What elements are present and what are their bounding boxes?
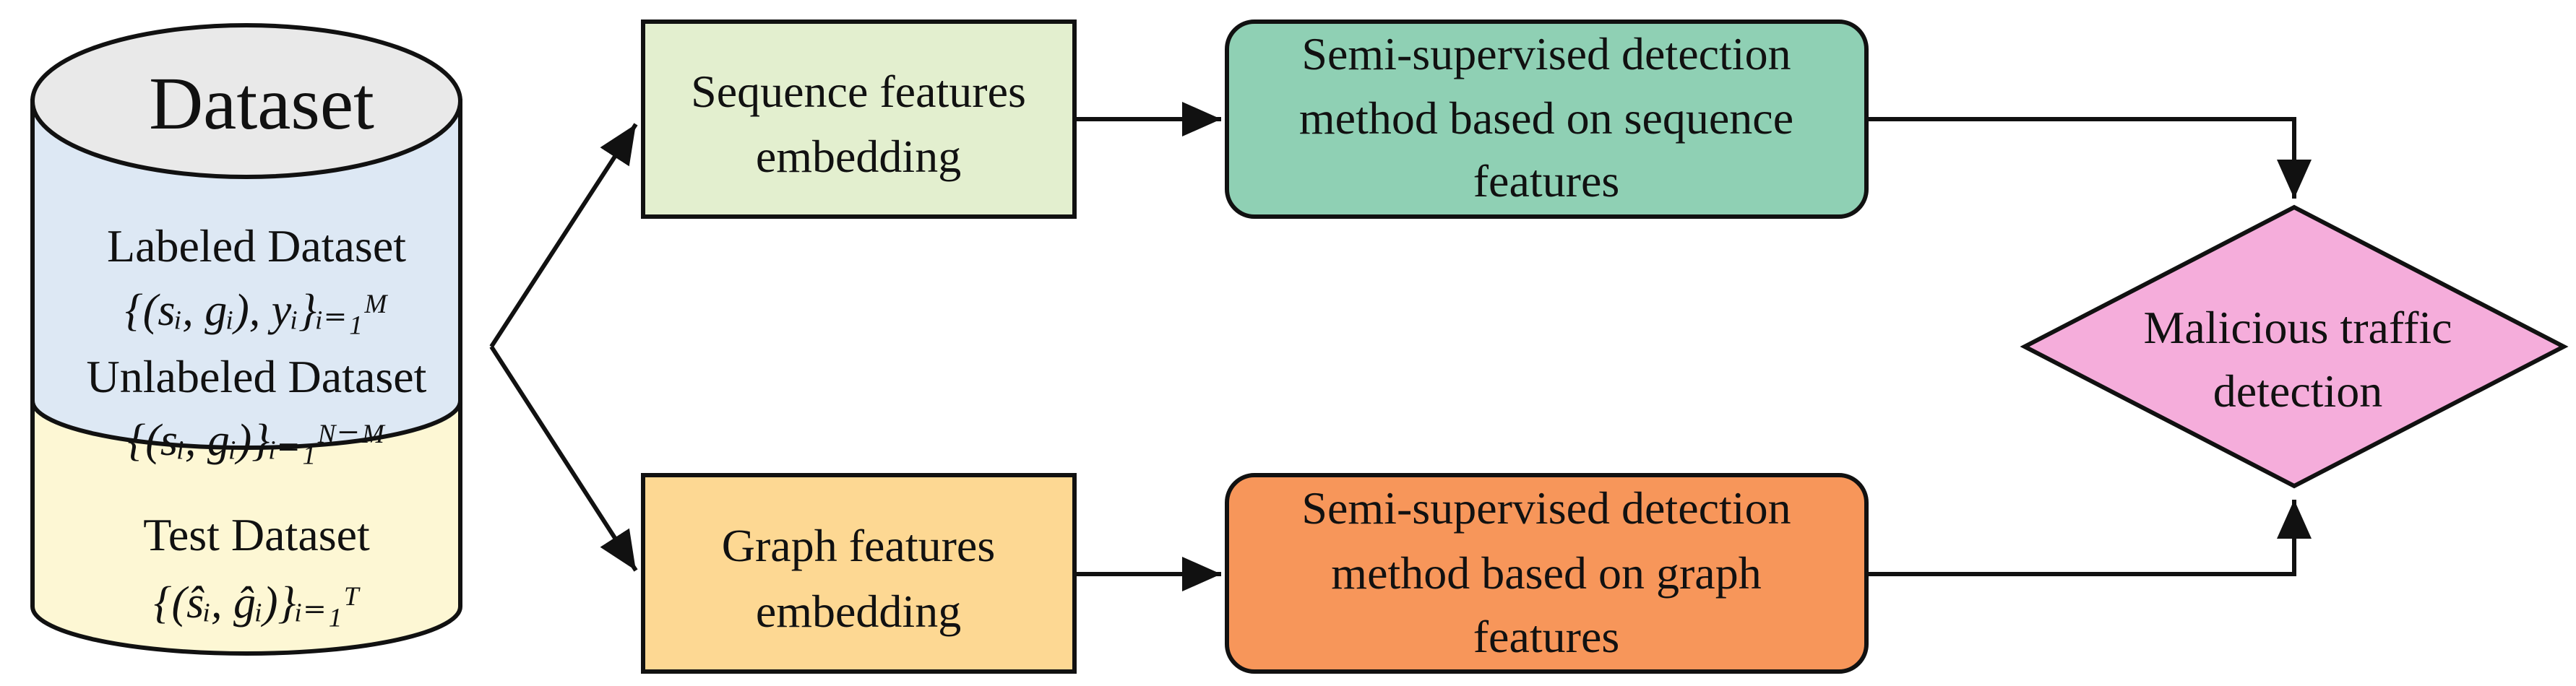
dataset-cylinder: Dataset Labeled Dataset {(sᵢ, gᵢ), yᵢ}ᵢ₌… xyxy=(30,23,462,656)
graph-method-line2: method based on graph xyxy=(1331,547,1761,599)
test-dataset-label: Test Dataset xyxy=(143,509,370,560)
sequence-method-box: Semi-supervised detection method based o… xyxy=(1225,19,1869,219)
labeled-dataset-label: Labeled Dataset xyxy=(107,220,406,272)
graph-method-box: Semi-supervised detection method based o… xyxy=(1225,473,1869,674)
test-dataset-formula: {(ŝᵢ, ĝᵢ)}ᵢ₌₁ᵀ xyxy=(154,578,361,628)
graph-method-line1: Semi-supervised detection xyxy=(1301,482,1791,534)
graph-embedding-box: Graph features embedding xyxy=(641,473,1077,674)
cylinder-top xyxy=(30,23,462,179)
sequence-method-line2: method based on sequence xyxy=(1299,92,1793,144)
labeled-dataset-formula: {(sᵢ, gᵢ), yᵢ}ᵢ₌₁ᴹ xyxy=(125,286,389,335)
sequence-embedding-box: Sequence features embedding xyxy=(641,19,1077,219)
arrow-dataset-to-sequence xyxy=(489,123,638,348)
graph-embedding-line1: Graph features xyxy=(722,520,995,571)
cylinder-train-section xyxy=(30,99,462,450)
sequence-embedding-line2: embedding xyxy=(756,131,961,182)
arrow-dataset-to-graph xyxy=(489,345,638,572)
sequence-embedding-line1: Sequence features xyxy=(691,66,1026,117)
connectors xyxy=(489,102,2312,591)
arrow-seq-method-to-detection xyxy=(1868,117,2312,199)
unlabeled-dataset-formula: {(sᵢ, gᵢ)}ᵢ₌₁ᴺ⁻ᴹ xyxy=(127,416,386,465)
sequence-method-line3: features xyxy=(1473,155,1620,207)
graph-method-line3: features xyxy=(1473,611,1620,662)
arrow-graph-method-to-detection xyxy=(1868,500,2312,576)
unlabeled-dataset-label: Unlabeled Dataset xyxy=(87,351,427,402)
dataset-title: Dataset xyxy=(149,62,374,145)
detection-line2: detection xyxy=(2213,365,2383,417)
sequence-method-line1: Semi-supervised detection xyxy=(1301,28,1791,79)
detection-diamond: Malicious traffic detection xyxy=(2020,204,2569,489)
graph-embedding-line2: embedding xyxy=(756,586,961,637)
cylinder-test-section xyxy=(30,399,462,656)
detection-line1: Malicious traffic xyxy=(2143,302,2452,353)
